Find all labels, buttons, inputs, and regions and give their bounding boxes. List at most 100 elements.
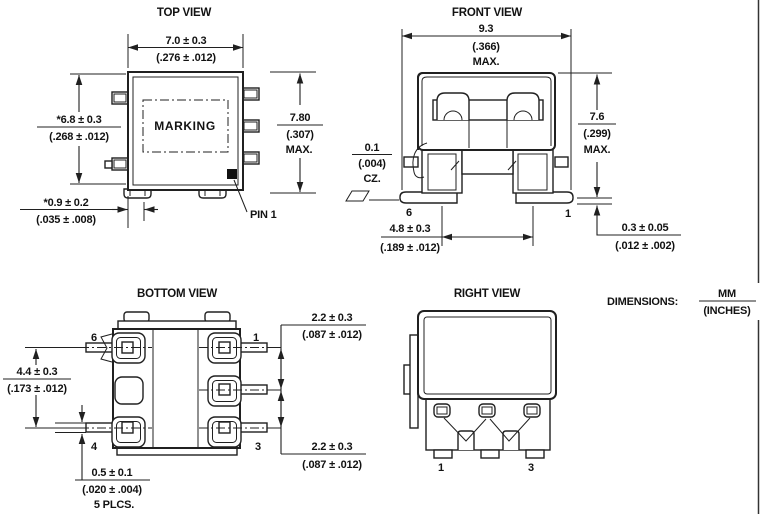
dim-front-height-mm: 7.6 — [590, 111, 605, 123]
marking-area — [142, 99, 229, 153]
units-note: DIMENSIONS: MM (INCHES) — [607, 288, 756, 317]
front-view-dim-width: 9.3 (.366) MAX. — [401, 23, 572, 190]
bottom-pin-4-label: 4 — [91, 441, 98, 453]
coplanarity-symbol — [345, 190, 370, 202]
top-view-title: TOP VIEW — [157, 7, 212, 19]
front-right-foot — [515, 191, 574, 204]
units-note-label: DIMENSIONS: — [607, 296, 678, 308]
pin1-label: PIN 1 — [250, 209, 277, 221]
top-view-dim-width: 7.0 ± 0.3 (.276 ± .012) — [127, 34, 244, 68]
bottom-tab-right — [198, 188, 227, 199]
top-view-dim-overall: 7.80 (.307) MAX. — [270, 71, 323, 194]
dim-front-span-mm: 4.8 ± 0.3 — [390, 223, 431, 235]
top-view-dim-height: *6.8 ± 0.3 (.268 ± .012) — [37, 73, 126, 185]
bottom-pin-6-label: 6 — [91, 332, 97, 344]
dim-top-height-mm: *6.8 ± 0.3 — [56, 114, 101, 126]
right-view-notch-right — [502, 430, 520, 450]
pin1-callout: PIN 1 — [233, 179, 277, 221]
front-pin-right-label: 1 — [565, 208, 571, 220]
front-view: FRONT VIEW 9.3 (.366) MAX. — [345, 7, 681, 254]
dim-bottom-span-mm: 4.4 ± 0.3 — [17, 366, 58, 378]
dim-copl-note: CZ. — [363, 173, 380, 185]
dim-standoff-in: (.012 ± .002) — [615, 240, 675, 252]
dim-pitch-top-mm: 2.2 ± 0.3 — [312, 312, 353, 324]
dim-front-width-in: (.366) — [472, 41, 500, 53]
right-view-flange — [409, 334, 419, 429]
top-view-outline — [127, 71, 244, 191]
dim-front-width-mm: 9.3 — [479, 23, 494, 35]
top-view-body: MARKING — [104, 71, 260, 199]
dim-lead-width-in: (.020 ± .004) — [82, 484, 142, 496]
dim-front-height-note: MAX. — [584, 144, 611, 156]
dim-top-overall-mm: 7.80 — [290, 112, 311, 124]
dim-lead-width-mm: 0.5 ± 0.1 — [92, 467, 133, 479]
dim-front-width-note: MAX. — [473, 56, 500, 68]
bottom-view-dim-lead-span: 4.4 ± 0.3 (.173 ± .012) — [3, 347, 82, 429]
right-view-foot-2 — [480, 449, 500, 459]
front-left-hump — [436, 92, 470, 120]
dim-standoff-mm: 0.3 ± 0.05 — [622, 222, 669, 234]
dim-pitch-bottom-in: (.087 ± .012) — [302, 459, 362, 471]
bottom-left-notch — [100, 333, 113, 363]
bottom-pin-3-label: 3 — [255, 441, 261, 453]
front-right-side-pin — [554, 156, 569, 168]
dim-copl-in: (.004) — [358, 158, 386, 170]
bottom-view-dim-pitch: 2.2 ± 0.3 (.087 ± .012) 2.2 ± 0.3 (.087 … — [267, 312, 366, 471]
pin1-indicator — [227, 169, 237, 179]
dim-top-lead-mm: *0.9 ± 0.2 — [43, 197, 88, 209]
right-view-wire-left — [443, 417, 487, 442]
right-pin-3-label: 3 — [528, 462, 534, 474]
front-left-leg — [421, 147, 463, 194]
marking-label: MARKING — [154, 119, 216, 133]
front-view-dim-coplanarity: 0.1 (.004) CZ. — [345, 142, 399, 202]
right-view-terminal-1 — [433, 403, 451, 418]
dim-front-span-in: (.189 ± .012) — [380, 242, 440, 254]
front-view-dim-height: 7.6 (.299) MAX. — [558, 72, 616, 199]
left-pin-notch — [104, 160, 113, 169]
right-view-foot-3 — [525, 449, 545, 459]
bottom-view-dim-lead-width: 0.5 ± 0.1 (.020 ± .004) 5 PLCS. — [55, 405, 150, 511]
dim-top-lead-in: (.035 ± .008) — [36, 214, 96, 226]
units-note-mm: MM — [718, 288, 736, 300]
pad-mid-left — [114, 376, 144, 405]
front-left-side-pin — [403, 156, 419, 168]
dim-pitch-top-in: (.087 ± .012) — [302, 329, 362, 341]
right-view-foot-1 — [433, 449, 453, 459]
bottom-view-body — [80, 311, 272, 456]
top-view: TOP VIEW 7.0 ± 0.3 (.276 ± .012) — [20, 7, 323, 228]
dim-front-height-in: (.299) — [583, 128, 611, 140]
front-view-title: FRONT VIEW — [452, 7, 523, 19]
front-view-dim-lead-span: 4.8 ± 0.3 (.189 ± .012) — [380, 206, 534, 254]
right-view-terminal-3 — [523, 403, 541, 418]
right-view-body — [403, 310, 557, 459]
dim-top-overall-in: (.307) — [286, 129, 314, 141]
bottom-tab-left — [123, 188, 152, 199]
right-view-outline — [417, 310, 557, 400]
right-view: RIGHT VIEW 1 3 — [403, 288, 557, 474]
front-right-hump — [506, 92, 540, 120]
front-view-dim-standoff: 0.3 ± 0.05 (.012 ± .002) — [577, 203, 681, 252]
front-center-web — [461, 147, 514, 175]
dim-bottom-span-in: (.173 ± .012) — [7, 383, 67, 395]
front-pin-left-label: 6 — [406, 207, 412, 219]
dim-top-height-in: (.268 ± .012) — [49, 131, 109, 143]
bottom-view-title: BOTTOM VIEW — [137, 288, 217, 300]
dim-top-width-in: (.276 ± .012) — [156, 52, 216, 64]
right-view-terminal-2 — [478, 403, 496, 418]
front-wire-clip — [412, 142, 428, 179]
dim-top-width-mm: 7.0 ± 0.3 — [166, 35, 207, 47]
units-note-inches: (INCHES) — [703, 305, 751, 317]
right-pin-1-label: 1 — [438, 462, 444, 474]
dim-copl-mm: 0.1 — [365, 142, 380, 154]
front-left-foot — [399, 191, 458, 204]
bottom-pin-1-label: 1 — [253, 332, 259, 344]
right-view-wire-right — [489, 417, 531, 442]
dim-pitch-bottom-mm: 2.2 ± 0.3 — [312, 441, 353, 453]
front-view-body — [399, 72, 574, 204]
bottom-view: BOTTOM VIEW — [3, 288, 366, 511]
top-view-dim-lead-offset: *0.9 ± 0.2 (.035 ± .008) — [20, 196, 158, 228]
dim-lead-width-note: 5 PLCS. — [94, 499, 134, 511]
dim-top-overall-note: MAX. — [286, 144, 313, 156]
